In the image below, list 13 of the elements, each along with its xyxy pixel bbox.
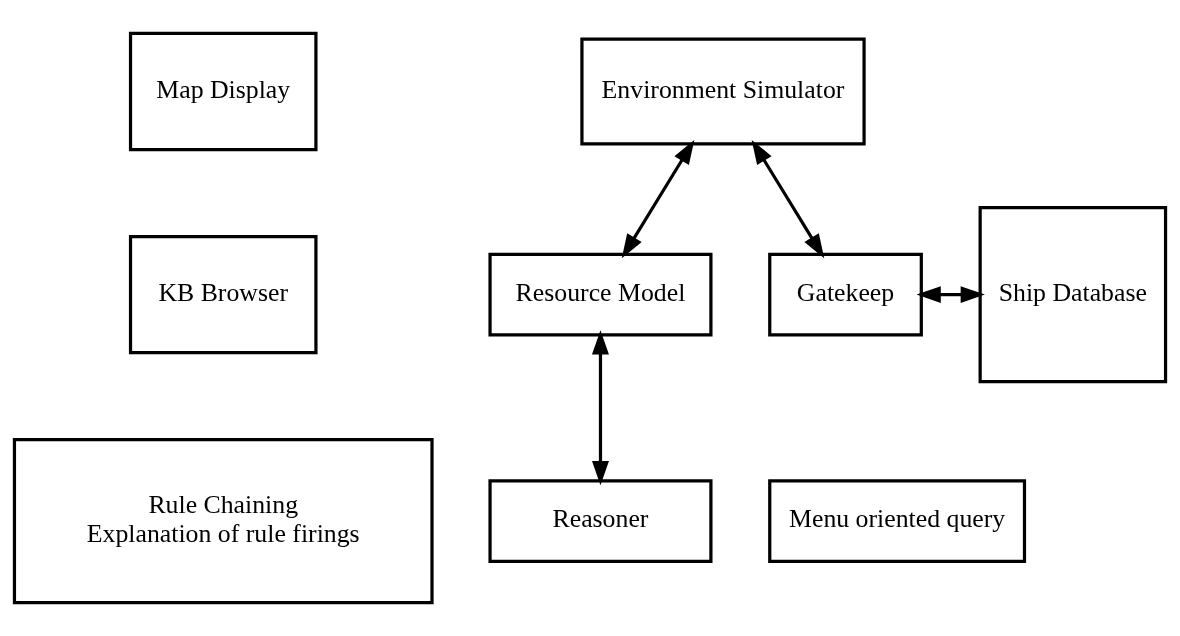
node-box: Menu oriented query bbox=[768, 479, 1027, 564]
node-box: Map Display bbox=[128, 31, 318, 152]
arrow bbox=[621, 139, 695, 259]
node-box: Reasoner bbox=[488, 479, 713, 564]
node-box: Resource Model bbox=[488, 252, 713, 337]
node-box: Ship Database bbox=[978, 205, 1168, 384]
arrow bbox=[916, 286, 985, 304]
node-box: Environment Simulator bbox=[580, 37, 866, 146]
arrow bbox=[751, 139, 825, 259]
node-box: KB Browser bbox=[128, 234, 318, 355]
node-box: Rule Chaining Explanation of rule firings bbox=[12, 438, 434, 605]
arrow bbox=[592, 330, 609, 486]
node-box: Gatekeep bbox=[768, 252, 923, 337]
